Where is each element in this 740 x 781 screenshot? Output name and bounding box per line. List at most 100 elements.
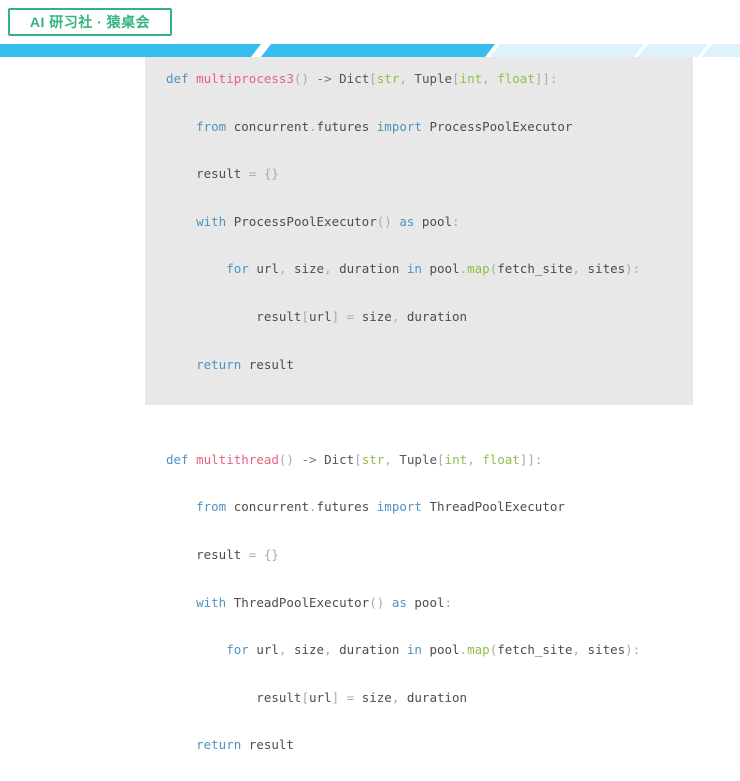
decorative-stripe-banner <box>0 44 740 57</box>
banner-stripe-5 <box>701 44 740 57</box>
code-token: result <box>241 737 294 753</box>
code-token: duration <box>331 261 407 277</box>
code-token: = <box>346 308 355 324</box>
code-token: result <box>166 546 249 562</box>
code-token: = <box>248 546 257 562</box>
code-token <box>256 547 264 562</box>
code-token: , <box>572 261 581 277</box>
code-line-8 <box>145 400 693 424</box>
code-token: = <box>346 689 355 705</box>
banner-stripe-1 <box>0 44 262 57</box>
code-token: sites <box>580 261 626 277</box>
code-token: return <box>196 737 242 753</box>
code-token <box>294 452 302 467</box>
code-token: Tuple <box>399 451 438 467</box>
code-token: url <box>309 689 332 705</box>
code-token: url <box>309 308 332 324</box>
code-token: size <box>286 261 325 277</box>
code-token: float <box>497 71 535 86</box>
code-token <box>256 166 264 181</box>
code-token: , <box>324 642 332 658</box>
code-token: url <box>248 261 279 277</box>
code-token: () <box>376 213 392 229</box>
code-token <box>384 595 392 610</box>
code-token: . <box>459 642 468 658</box>
code-token <box>166 595 196 610</box>
code-token: . <box>309 118 317 134</box>
brand-logo: AI 研习社 · 猿桌会 <box>8 8 172 36</box>
code-token: pool <box>414 213 453 229</box>
code-token: multiprocess3 <box>196 71 294 86</box>
code-token: ProcessPoolExecutor <box>226 213 377 229</box>
code-token <box>166 214 196 229</box>
code-token: def <box>166 71 189 86</box>
code-token: Dict <box>339 71 370 86</box>
code-token: concurrent <box>226 499 310 515</box>
code-token: futures <box>316 118 377 134</box>
code-token <box>166 499 196 514</box>
code-token: ( <box>489 642 498 658</box>
code-token <box>189 452 197 467</box>
code-token: futures <box>316 499 377 515</box>
code-line-13: for url, size, duration in pool.map(fetc… <box>145 638 693 662</box>
code-token: size <box>286 642 325 658</box>
code-token: Dict <box>324 451 355 467</box>
code-token: {} <box>263 546 279 562</box>
code-token: () <box>293 71 310 86</box>
code-token: . <box>309 499 317 515</box>
code-line-12: with ThreadPoolExecutor() as pool: <box>145 591 693 615</box>
code-token: duration <box>399 308 468 324</box>
code-token: ): <box>625 261 641 277</box>
code-token: : <box>452 213 460 229</box>
code-token: for <box>226 642 249 658</box>
code-token <box>166 261 226 276</box>
code-token: , <box>467 451 475 467</box>
code-token: pool <box>421 261 460 277</box>
code-token: -> <box>316 71 332 86</box>
code-token: () <box>278 451 294 467</box>
code-token: , <box>482 71 490 86</box>
code-token: ] <box>331 689 340 705</box>
code-line-15: return result <box>145 733 693 757</box>
code-token: int <box>459 71 483 86</box>
banner-stripe-4 <box>637 44 709 57</box>
code-token: , <box>391 689 400 705</box>
code-token: , <box>391 308 400 324</box>
code-token <box>189 71 197 86</box>
code-token <box>317 452 325 467</box>
code-token: map <box>467 642 490 658</box>
code-line-7: return result <box>145 353 693 377</box>
code-token <box>166 642 226 657</box>
code-token <box>166 737 196 752</box>
code-line-5: for url, size, duration in pool.map(fetc… <box>145 257 693 281</box>
code-token: result <box>241 356 294 372</box>
code-token: [ <box>452 71 460 86</box>
code-token: fetch_site <box>497 642 573 658</box>
code-token: pool <box>421 642 460 658</box>
code-token: result <box>166 166 249 182</box>
code-line-11: result = {} <box>145 543 693 567</box>
code-token: size <box>354 308 392 324</box>
code-token: = <box>248 166 257 182</box>
code-token: ThreadPoolExecutor <box>226 594 370 610</box>
code-token: import <box>376 118 422 134</box>
code-token: , <box>384 451 392 467</box>
code-token: [ <box>369 71 377 86</box>
code-token: sites <box>580 642 626 658</box>
code-token: float <box>482 451 520 467</box>
code-token: as <box>391 594 407 610</box>
code-token: map <box>467 261 490 277</box>
code-token: str <box>376 71 400 86</box>
code-token: in <box>406 261 422 277</box>
code-token <box>475 452 483 467</box>
code-line-10: from concurrent.futures import ThreadPoo… <box>145 495 693 519</box>
code-token: , <box>278 261 287 277</box>
brand-logo-text: AI 研习社 · 猿桌会 <box>29 14 151 30</box>
code-token: , <box>572 642 581 658</box>
code-token: as <box>399 213 415 229</box>
code-token: , <box>399 71 407 86</box>
code-token <box>166 119 196 134</box>
code-token: ] <box>331 308 340 324</box>
banner-stripe-3 <box>489 44 645 57</box>
code-token: , <box>324 261 332 277</box>
